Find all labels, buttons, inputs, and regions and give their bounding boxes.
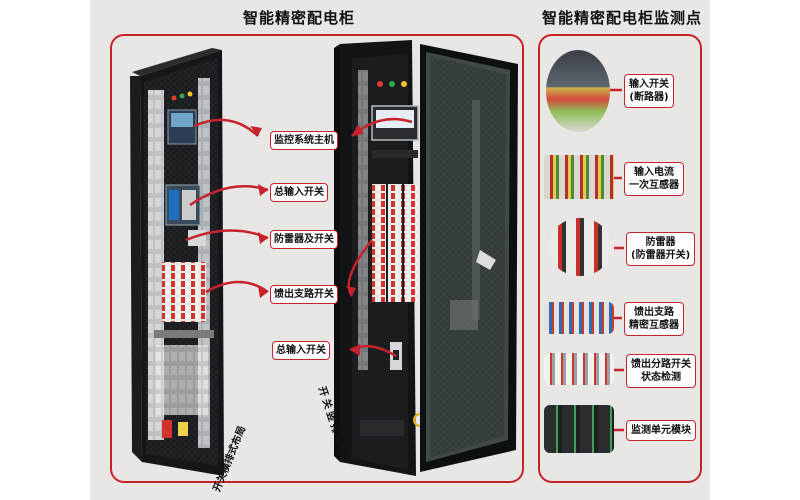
callout-surge-protector-switch: 防雷器及开关 (270, 230, 338, 249)
figure-stage: 智能精密配电柜 智能精密配电柜监测点 (90, 0, 710, 500)
thumb-current-transformer (544, 155, 614, 199)
horizontal-layout-cabinet (130, 48, 224, 476)
callout-monitoring-host: 监控系统主机 (270, 131, 338, 150)
monitor-point-branch-switch-status: 馈出分路开关 状态检测 (626, 354, 696, 388)
callout-main-input-switch: 总输入开关 (270, 183, 328, 202)
cabinet-illustration (130, 40, 624, 476)
monitor-point-surge-protector: 防雷器 (防雷器开关) (626, 232, 696, 266)
callout-main-input-switch-2: 总输入开关 (272, 341, 330, 360)
monitor-connectors (610, 88, 624, 432)
thumb-surge-protector (548, 218, 612, 276)
thumb-monitoring-module (544, 405, 614, 453)
right-panel-title: 智能精密配电柜监测点 (542, 9, 703, 27)
monitor-point-branch-ct: 馈出支路 精密互感器 (624, 302, 684, 336)
thumb-branch-transformer (544, 302, 614, 334)
left-panel-frame (110, 34, 524, 483)
monitor-point-input-current-ct: 输入电流 一次互感器 (624, 162, 684, 196)
callout-branch-feeder-switch: 馈出支路开关 (270, 285, 338, 304)
callout-arrowheads (250, 124, 364, 356)
right-panel-frame (538, 34, 702, 483)
thumb-branch-switch-status (544, 353, 614, 385)
vertical-layout-cabinet (334, 40, 518, 476)
thumb-input-breaker (546, 50, 610, 132)
monitor-point-input-breaker: 输入开关 (断路器) (624, 74, 674, 108)
monitor-point-monitoring-module: 监测单元模块 (626, 420, 696, 441)
left-panel-title: 智能精密配电柜 (243, 9, 356, 27)
